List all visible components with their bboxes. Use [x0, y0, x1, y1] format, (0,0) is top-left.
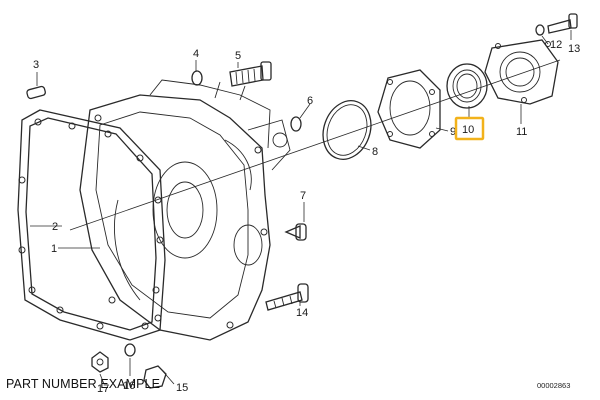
callout-17: 17: [97, 383, 109, 395]
part-10-highlight-box: [454, 116, 485, 141]
diagram-code: 00002863: [537, 381, 571, 390]
part-6-plug: [290, 116, 302, 132]
callout-6: 6: [307, 95, 313, 107]
callout-3: 3: [33, 59, 39, 71]
part-3-dowel-pin: [26, 85, 46, 100]
part-13-bolt: [547, 13, 578, 34]
part-7-screw: [284, 223, 307, 241]
callout-4: 4: [193, 48, 199, 60]
callout-5: 5: [235, 50, 241, 62]
part-1-housing: [79, 79, 291, 341]
callout-leaders: [30, 30, 572, 385]
callout-11: 11: [516, 126, 527, 138]
callout-10: 10: [462, 124, 474, 136]
callout-1: 1: [51, 243, 57, 255]
part-10-seal-ring: [446, 63, 488, 109]
callout-12: 12: [550, 39, 562, 51]
part-8-ring: [322, 100, 372, 160]
part-4-washer: [191, 70, 203, 86]
callout-13: 13: [568, 43, 580, 55]
callout-14: 14: [296, 307, 308, 319]
part-9-flange-gasket: [377, 69, 441, 149]
callout-2: 2: [52, 221, 58, 233]
part-5-bolt: [229, 61, 272, 87]
callout-7: 7: [300, 190, 306, 202]
callout-16: 16: [123, 380, 135, 392]
part-number-caption: PART NUMBER EXAMPLE: [6, 377, 161, 391]
part-14-stud-bolt: [265, 283, 309, 311]
part-11-cover: [484, 39, 559, 105]
shaft-axis-line: [69, 59, 561, 231]
callout-15: 15: [176, 382, 188, 394]
part-12-washer: [535, 24, 545, 36]
part-16-washer: [124, 343, 136, 357]
part-2-gasket: [17, 109, 166, 341]
callout-8: 8: [372, 146, 378, 158]
part-15-nut: [143, 365, 167, 389]
part-17-nut: [91, 351, 109, 373]
callout-9: 9: [450, 126, 456, 138]
